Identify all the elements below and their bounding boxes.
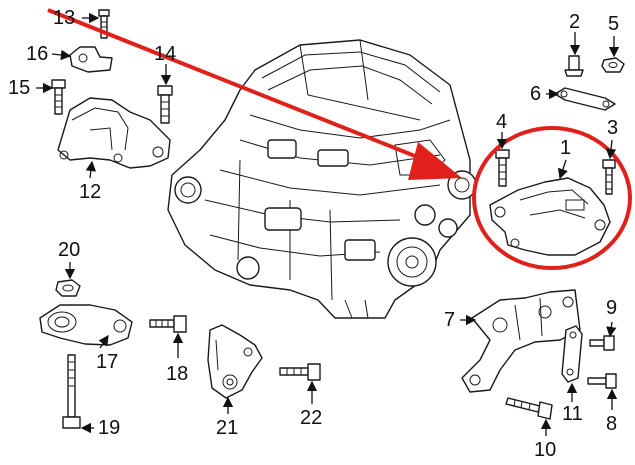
bolt-9	[589, 335, 615, 351]
callout-19: 19	[98, 417, 121, 439]
mount-12	[57, 97, 171, 169]
callout-16: 16	[26, 43, 49, 65]
leader-lines	[36, 12, 620, 436]
bolt-14	[157, 85, 173, 124]
highlight-overlay	[47, 8, 632, 270]
mount-17	[39, 304, 133, 346]
callout-1: 1	[560, 137, 572, 159]
callout-7: 7	[444, 309, 456, 331]
callout-18: 18	[166, 363, 189, 385]
callout-20: 20	[58, 239, 81, 261]
callout-3: 3	[607, 117, 619, 139]
callout-13: 13	[53, 7, 76, 29]
engine-assembly	[167, 39, 477, 319]
callout-10: 10	[534, 439, 557, 461]
bracket-16	[69, 46, 113, 73]
link-11	[561, 325, 583, 383]
callout-15: 15	[8, 77, 31, 99]
bolt-10	[505, 397, 553, 420]
callout-14: 14	[154, 43, 177, 65]
callout-2: 2	[569, 11, 581, 33]
mount-1	[489, 177, 611, 256]
callout-4: 4	[496, 111, 508, 133]
callout-17: 17	[96, 351, 119, 373]
bolt-8	[587, 373, 617, 389]
nut-20	[55, 279, 81, 297]
callout-5: 5	[608, 13, 620, 35]
bolt-15	[51, 79, 66, 115]
bolt-22	[279, 363, 321, 381]
bolt-2	[564, 55, 584, 77]
bolt-19	[62, 354, 81, 429]
bolt-18	[149, 315, 187, 333]
bracket-21	[207, 324, 263, 399]
callout-22: 22	[300, 407, 323, 429]
callout-6: 6	[530, 83, 542, 105]
bracket-7	[461, 289, 581, 393]
nut-5	[601, 57, 625, 73]
bracket-6	[554, 87, 616, 111]
callout-8: 8	[606, 413, 618, 435]
bolt-4	[495, 149, 510, 187]
callout-21: 21	[216, 417, 239, 439]
callout-9: 9	[606, 297, 618, 319]
bolt-3	[602, 159, 616, 195]
callout-11: 11	[562, 403, 583, 425]
callout-12: 12	[79, 181, 102, 203]
